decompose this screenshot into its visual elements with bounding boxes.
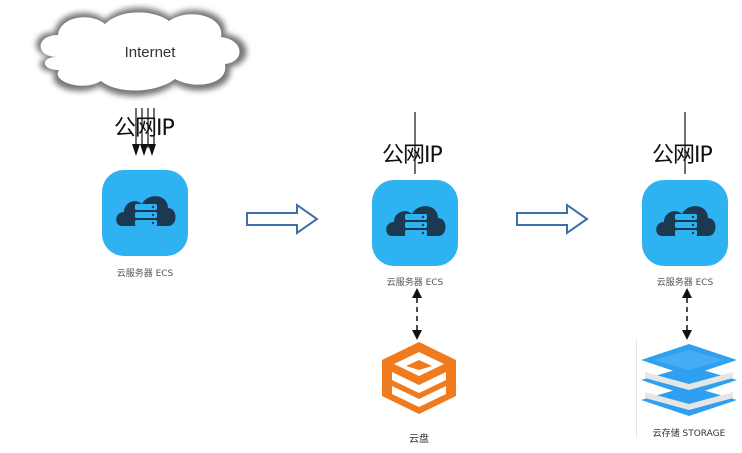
transition-arrow-2: [516, 203, 589, 235]
cloud-disk: [380, 340, 458, 416]
ecs-server-icon: [372, 180, 458, 266]
public-ip-label-3: 公网IP: [652, 143, 713, 168]
cloud-storage-icon: [641, 344, 737, 416]
ecs-server-1: [102, 170, 188, 256]
bidirectional-arrow-2: [412, 288, 422, 340]
ecs-server-icon: [102, 170, 188, 256]
cloud-storage-label: 云存储 STORAGE: [652, 429, 726, 439]
public-ip-label-2: 公网IP: [382, 143, 443, 168]
ecs-server-icon: [642, 180, 728, 266]
cloud-icon: Internet: [36, 7, 247, 97]
transition-arrow-1: [246, 203, 319, 235]
cloud-storage: 云存储 STORAGE: [636, 340, 742, 439]
public-ip-line-2: [414, 112, 416, 174]
public-ip-label-1: 公网IP: [114, 116, 175, 141]
internet-cloud: Internet: [25, 2, 255, 102]
ecs-label-3: 云服务器 ECS: [656, 278, 714, 288]
ecs-label-1: 云服务器 ECS: [116, 269, 174, 279]
bidirectional-arrow-3: [682, 288, 692, 340]
ecs-label-2: 云服务器 ECS: [386, 278, 444, 288]
inbound-arrows: [132, 108, 156, 156]
public-ip-line-3: [684, 112, 686, 174]
cloud-disk-icon: [382, 342, 456, 414]
ecs-server-3: [642, 180, 728, 266]
ecs-server-2: [372, 180, 458, 266]
internet-label: Internet: [125, 44, 177, 61]
cloud-disk-label: 云盘: [409, 434, 429, 445]
